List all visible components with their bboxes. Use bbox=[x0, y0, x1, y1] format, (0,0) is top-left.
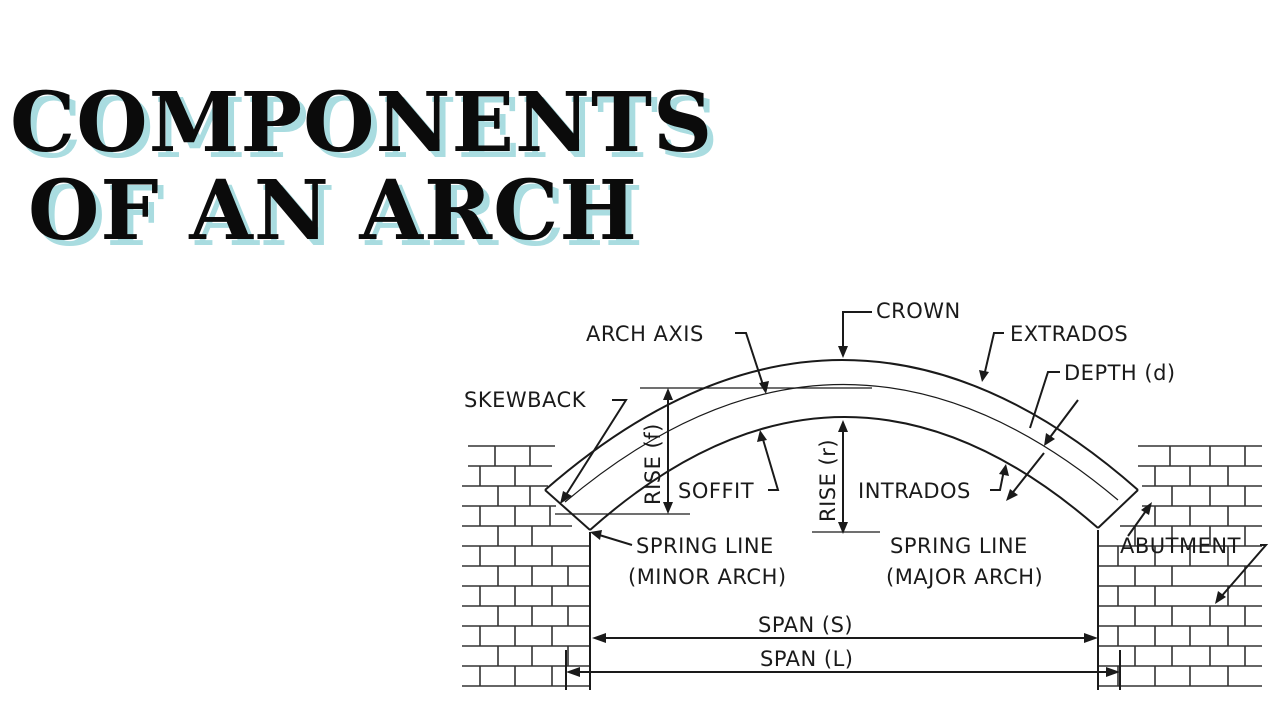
left-skewback-line bbox=[544, 489, 591, 531]
soffit-leader bbox=[757, 430, 780, 491]
rise-r-dimension bbox=[838, 420, 848, 534]
arch-axis-leader bbox=[735, 332, 769, 394]
extrados-leader bbox=[979, 332, 1004, 382]
intrados-leader bbox=[990, 464, 1009, 491]
left-abutment-brickwork bbox=[462, 445, 590, 687]
spring-line-minor-label: SPRING LINE bbox=[636, 534, 774, 558]
depth-label: DEPTH (d) bbox=[1064, 361, 1176, 385]
title-line-2: OF AN ARCH bbox=[28, 163, 638, 259]
abutment-leader-bottom bbox=[1215, 544, 1269, 604]
intrados-label: INTRADOS bbox=[858, 479, 971, 503]
title-line-1: COMPONENTS bbox=[10, 75, 714, 171]
span-l-label: SPAN (L) bbox=[760, 647, 854, 671]
arch-diagram: CROWN ARCH AXIS EXTRADOS DEPTH (d) SKEWB… bbox=[462, 299, 1269, 690]
arch-axis-label: ARCH AXIS bbox=[586, 322, 704, 346]
extrados-label: EXTRADOS bbox=[1010, 322, 1128, 346]
spring-line-major-sublabel: (MAJOR ARCH) bbox=[886, 565, 1043, 589]
skewback-label: SKEWBACK bbox=[464, 388, 587, 412]
abutment-label: ABUTMENT bbox=[1120, 534, 1241, 558]
skewback-leader bbox=[560, 399, 628, 504]
crown-leader bbox=[838, 311, 872, 358]
right-abutment-brickwork bbox=[1098, 445, 1262, 687]
soffit-label: SOFFIT bbox=[678, 479, 754, 503]
span-s-dimension bbox=[592, 633, 1098, 643]
spring-line-major-label: SPRING LINE bbox=[890, 534, 1028, 558]
span-s-label: SPAN (S) bbox=[758, 613, 853, 637]
rise-f-dimension bbox=[663, 388, 673, 514]
spring-line-minor-sublabel: (MINOR ARCH) bbox=[628, 565, 787, 589]
span-l-dimension bbox=[565, 650, 1121, 690]
crown-label: CROWN bbox=[876, 299, 961, 323]
rise-r-label: RISE (r) bbox=[816, 439, 840, 522]
arch-axis-curve bbox=[564, 383, 1119, 503]
depth-leader bbox=[1006, 371, 1079, 501]
right-skewback-line bbox=[1097, 489, 1139, 529]
rise-f-label: RISE (f) bbox=[641, 423, 665, 505]
extrados-curve bbox=[544, 359, 1139, 491]
spring-line-minor-leader bbox=[590, 530, 633, 546]
abutment-leader-top bbox=[1127, 502, 1152, 537]
